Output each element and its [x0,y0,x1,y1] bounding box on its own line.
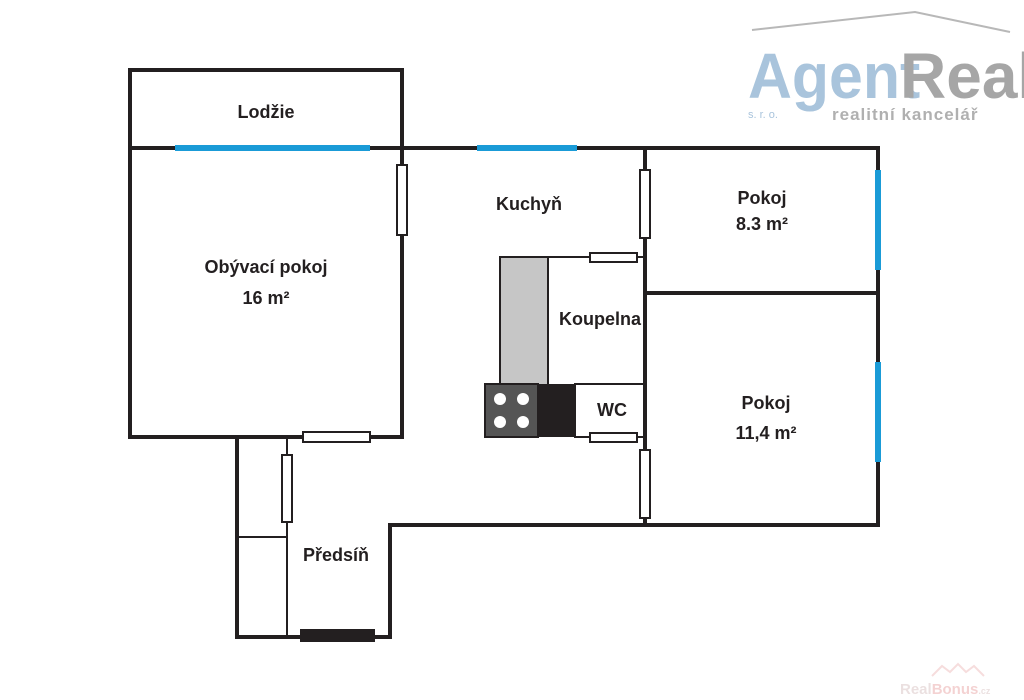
windows [175,145,881,462]
stove-burners-icon [494,393,529,428]
label-living: Obývací pokoj [204,257,327,277]
logo-real-text: Real [900,40,1024,112]
logo-agent-text: Agent [748,41,920,113]
label-wc: WC [597,400,627,420]
wc-area [574,383,646,438]
logo-sro: s. r. o. [748,109,778,121]
label-bathroom: Koupelna [559,309,642,329]
stove [484,383,539,438]
label-kitchen: Kuchyň [496,194,562,214]
kitchen-counter [499,256,549,386]
door-bathroom [589,252,638,263]
door-living-hall [302,431,371,443]
label-lodzie: Lodžie [238,102,295,122]
logo-tagline: realitní kancelář [832,105,978,124]
bathroom-area [547,256,646,386]
agentreal-logo: Agent Real s. r. o. realitní kancelář [748,10,1024,124]
realbonus-watermark: RealBonus.cz [900,662,991,698]
sink-unit [538,384,575,437]
label-hall: Předsíň [303,545,369,565]
label-room1: Pokoj [737,188,786,208]
door-wc [589,432,638,443]
door-hall-wardrobe [281,454,293,523]
entrance-door [300,629,375,642]
label-room2: Pokoj [741,393,790,413]
label-living-area: 16 m² [242,288,289,308]
label-room1-area: 8.3 m² [736,214,788,234]
hall-wardrobe [237,437,288,637]
svg-text:RealBonus.cz: RealBonus.cz [900,681,991,698]
door-room1 [639,169,651,239]
door-living-lodzie [396,164,408,236]
door-room2 [639,449,651,519]
label-room2-area: 11,4 m² [735,423,796,443]
